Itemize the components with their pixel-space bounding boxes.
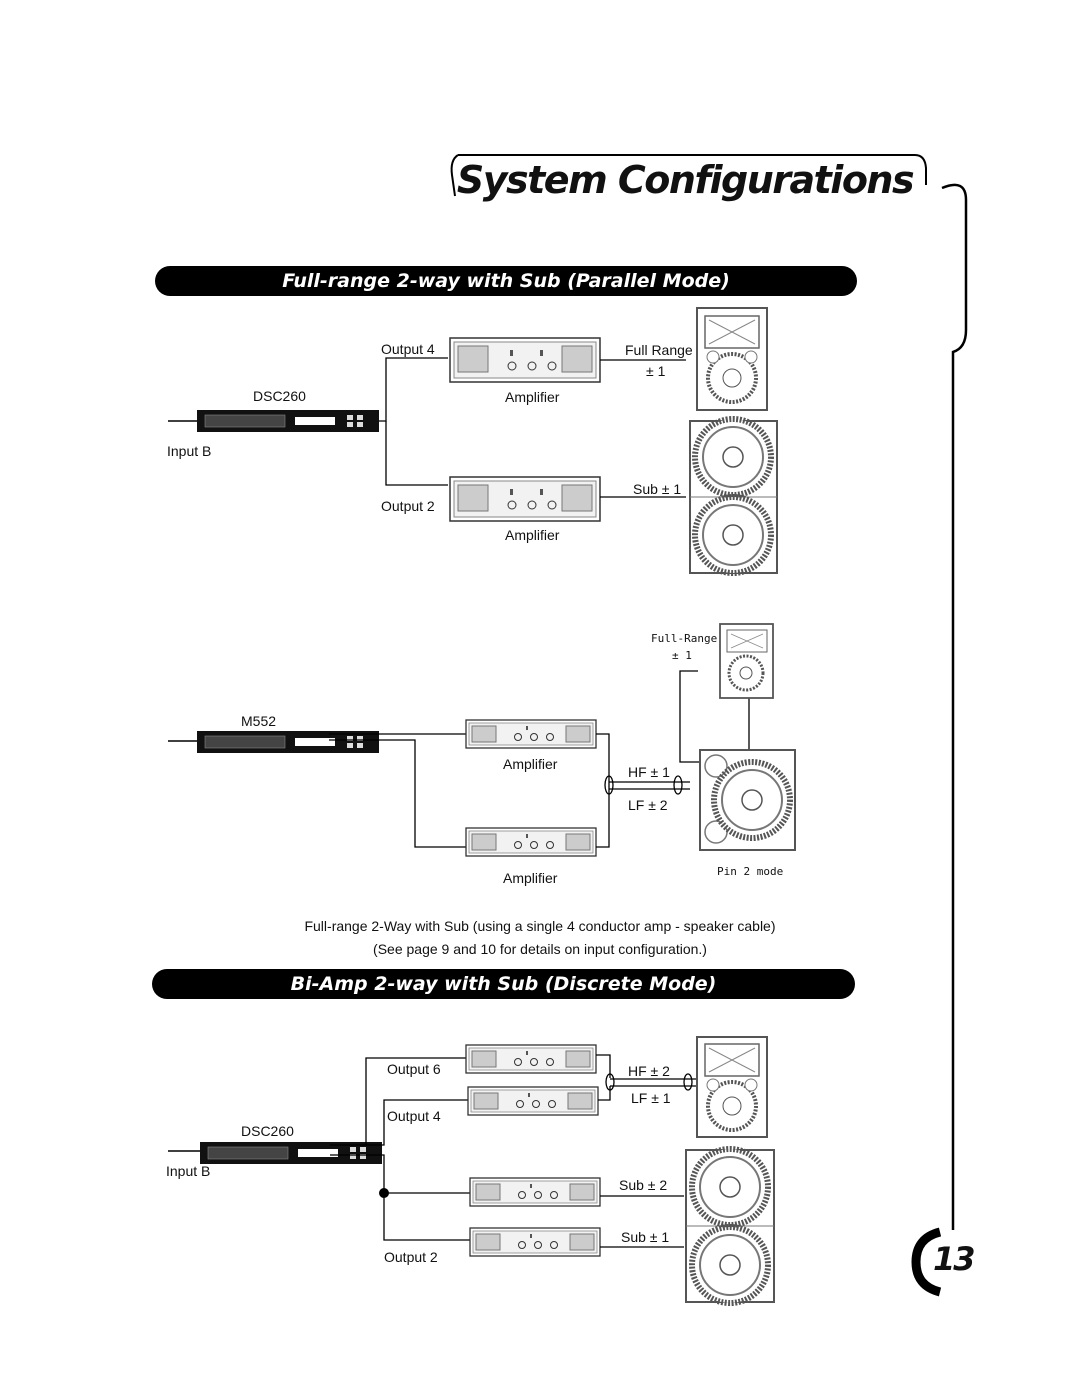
title-tab-left-curve	[450, 154, 459, 197]
amplifier-label-2-bottom: Amplifier	[503, 870, 558, 886]
sub-1-label: Sub ± 1	[621, 1229, 670, 1245]
sub-speaker	[689, 419, 778, 573]
amplifier-label-bottom: Amplifier	[505, 527, 560, 543]
lf-label: LF ± 2	[628, 797, 668, 813]
amplifier-3-sub1	[469, 1227, 601, 1257]
output2-wire	[385, 421, 448, 486]
page-title: System Configurations	[456, 158, 915, 202]
full-range-label: Full Range	[625, 342, 693, 358]
output-6-label: Output 6	[387, 1061, 441, 1077]
dsc260-label: DSC260	[253, 388, 306, 404]
dsc260-processor	[196, 409, 380, 433]
input-b-label-2: Input B	[166, 1163, 211, 1179]
output-4-label-2: Output 4	[387, 1108, 441, 1124]
dsc260-label-2: DSC260	[241, 1123, 294, 1139]
fullrange-link-cable	[679, 670, 700, 763]
junction-dot	[379, 1188, 389, 1198]
hf-label: HF ± 1	[628, 764, 670, 780]
sub-speaker-pin2	[699, 749, 796, 851]
fullrange-speaker-3	[696, 1036, 768, 1138]
m552-label: M552	[241, 713, 277, 729]
title-tab-top	[458, 154, 927, 185]
amplifier-2-bottom	[465, 827, 597, 857]
amplifier-label-top: Amplifier	[505, 389, 560, 405]
pin-2-mode-label: Pin 2 mode	[717, 865, 784, 878]
output2-wire-2	[330, 1154, 470, 1241]
full-range-pin-label: ± 1	[646, 363, 666, 379]
input-b-label: Input B	[167, 443, 212, 459]
output4-wire-2	[366, 1099, 468, 1146]
output4-wire	[379, 357, 448, 422]
amplifier-bottom	[449, 476, 601, 522]
full-range-small-pin: ± 1	[672, 649, 692, 662]
output6-wire	[330, 1057, 466, 1146]
section-heading-parallel: Full-range 2-way with Sub (Parallel Mode…	[155, 266, 857, 296]
amplifier-3-sub2	[469, 1177, 601, 1207]
caption-line-1: Full-range 2-Way with Sub (using a singl…	[304, 918, 776, 934]
amplifier-top	[449, 337, 601, 383]
amplifier-3-lf	[467, 1086, 599, 1116]
page-frame-line	[941, 183, 968, 1230]
amplifier-2-top	[465, 719, 597, 749]
output-2-label: Output 2	[381, 498, 435, 514]
sub-label: Sub ± 1	[633, 481, 682, 497]
sub-speaker-3	[685, 1149, 775, 1303]
m552-output-bottom-wire	[329, 739, 466, 848]
output-2-label-2: Output 2	[384, 1249, 438, 1265]
fullrange-speaker-small	[719, 623, 774, 699]
full-range-small-label: Full-Range	[651, 632, 718, 645]
hf-2-label: HF ± 2	[628, 1063, 670, 1079]
caption-line-2: (See page 9 and 10 for details on input …	[373, 941, 707, 957]
amplifier-3-hf	[465, 1044, 597, 1074]
fullrange-speaker	[696, 307, 768, 411]
sub-2-label: Sub ± 2	[619, 1177, 668, 1193]
page-number: 13	[933, 1240, 976, 1278]
section-heading-discrete: Bi-Amp 2-way with Sub (Discrete Mode)	[152, 969, 855, 999]
output-4-label: Output 4	[381, 341, 435, 357]
amplifier-label-2-top: Amplifier	[503, 756, 558, 772]
lf-1-label: LF ± 1	[631, 1090, 671, 1106]
page-number-bracket	[911, 1227, 942, 1297]
